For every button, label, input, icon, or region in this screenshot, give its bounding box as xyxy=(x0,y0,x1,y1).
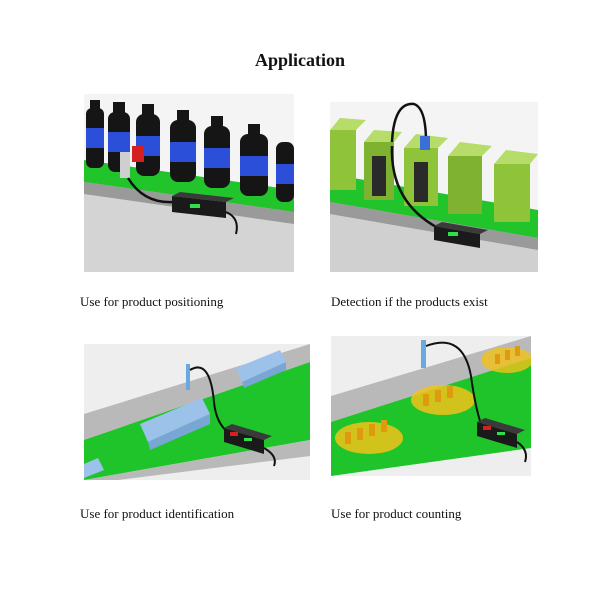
conveyor-boxes-illustration xyxy=(330,102,538,272)
fiber-optic-sensor-icon xyxy=(186,364,231,435)
amplifier-icon xyxy=(434,222,488,248)
panel-identification-image xyxy=(84,344,310,480)
part-icon xyxy=(335,346,531,454)
caption-detection: Detection if the products exist xyxy=(331,294,488,309)
conveyor-bottles-illustration xyxy=(84,94,294,272)
part-icon xyxy=(84,350,286,478)
conveyor-parts-illustration xyxy=(84,344,310,480)
fiber-optic-sensor-icon xyxy=(421,340,482,425)
caption-counting: Use for product counting xyxy=(331,506,462,521)
conveyor-counting-illustration xyxy=(331,336,531,476)
page-title: Application xyxy=(254,50,346,70)
box-icon xyxy=(330,118,538,222)
fiber-optic-sensor-icon xyxy=(390,102,439,230)
panel-positioning-image xyxy=(84,94,294,272)
caption-positioning: Use for product positioning xyxy=(80,294,224,309)
amplifier-icon xyxy=(224,424,276,467)
amplifier-icon xyxy=(172,192,238,235)
amplifier-icon xyxy=(477,418,527,463)
panel-detection-image xyxy=(330,102,538,272)
caption-identification: Use for product identification xyxy=(80,506,235,521)
fiber-optic-sensor-icon xyxy=(120,146,175,204)
panel-counting-image xyxy=(331,336,531,476)
